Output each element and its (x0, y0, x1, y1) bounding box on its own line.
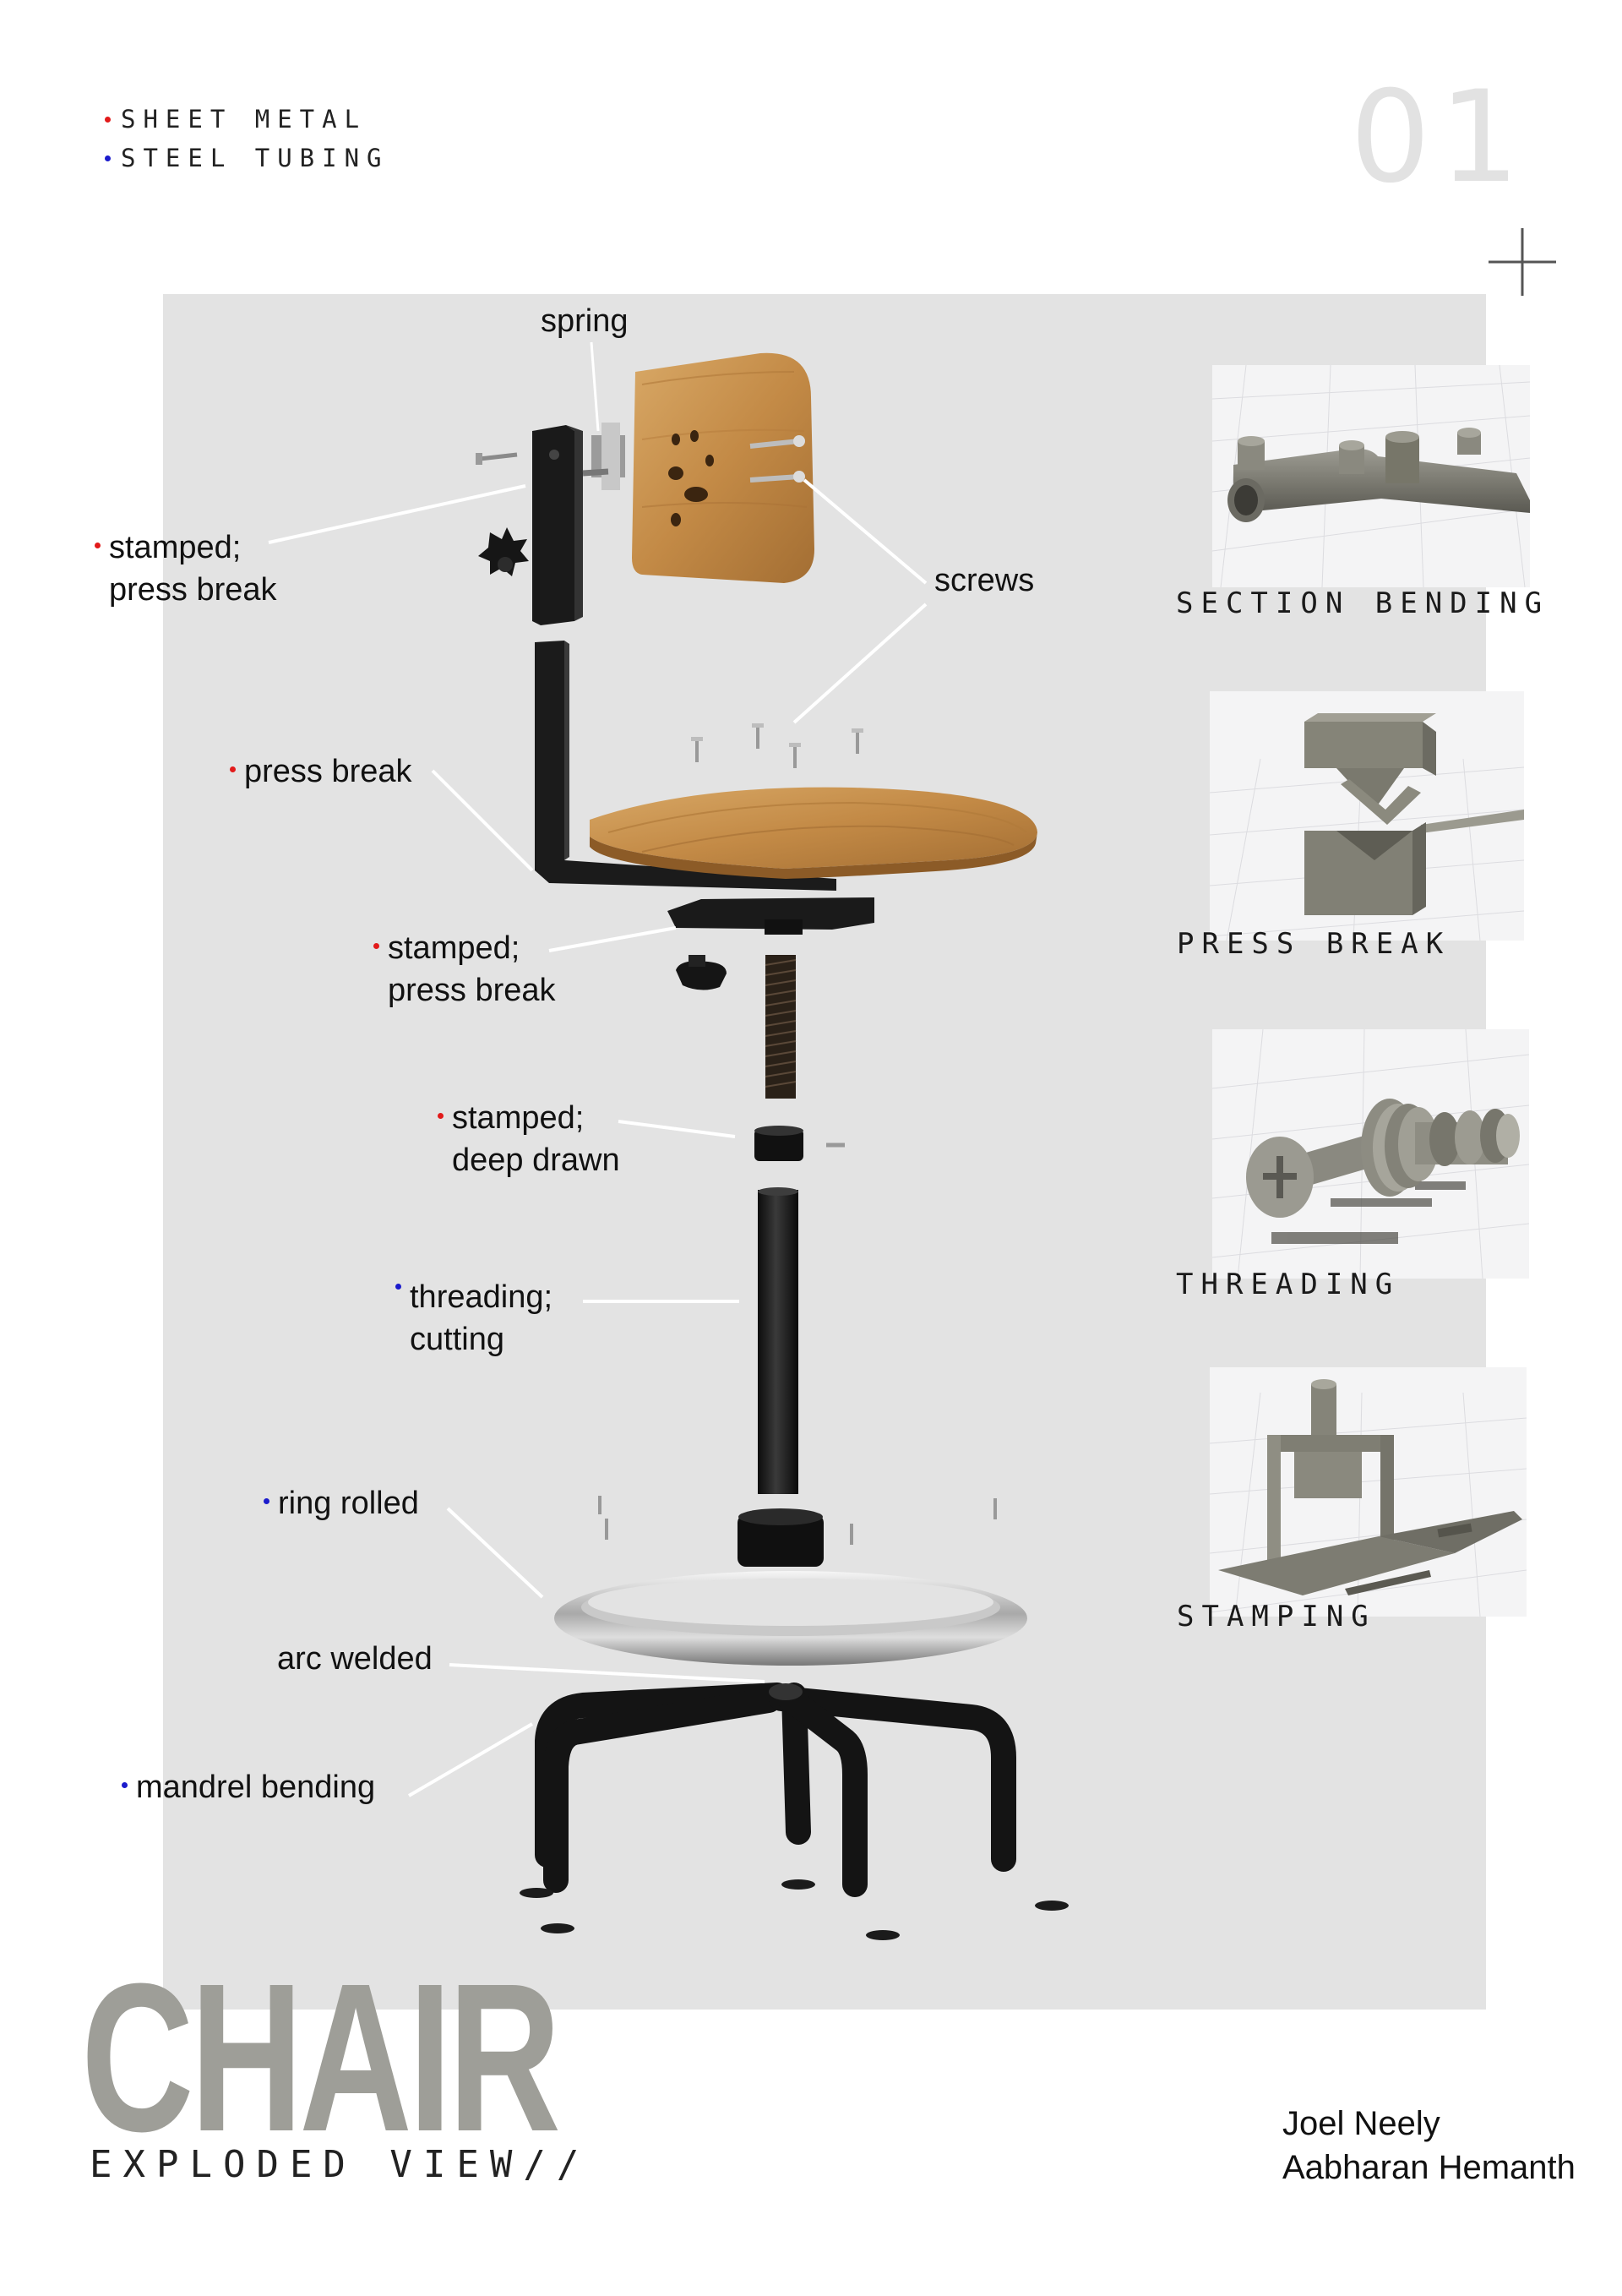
page-number: 01 (1350, 64, 1528, 211)
chair-legs (535, 1682, 1016, 1897)
callout-line: ring rolled (278, 1486, 419, 1521)
section-bending-render (1212, 365, 1530, 587)
backrest-bracket (532, 425, 583, 625)
callout-line: press break (109, 572, 277, 608)
callout-line: threading; (410, 1279, 553, 1315)
ring-screws (598, 1496, 997, 1545)
foot-ring (554, 1571, 1027, 1666)
caption-threading: THREADING (1176, 1268, 1401, 1301)
back-screw (476, 452, 518, 465)
stamping-render (1210, 1367, 1527, 1617)
legend-sheet-metal: SHEET METAL (105, 105, 367, 134)
foot-caps (520, 1879, 1069, 1940)
threading-render (1212, 1029, 1529, 1279)
blue-dot-icon (264, 1498, 269, 1505)
blue-dot-icon (395, 1284, 401, 1290)
seat-plate (667, 897, 874, 935)
callout-seat-plate: stamped; press break (373, 927, 556, 1012)
blue-dot-icon (105, 155, 111, 161)
blue-dot-icon (122, 1782, 128, 1789)
press-break-render (1210, 691, 1524, 941)
column-tube (758, 1187, 798, 1494)
red-dot-icon (230, 766, 236, 773)
callout-line: stamped; (388, 930, 520, 966)
page-title: CHAIR (81, 1939, 561, 2175)
red-dot-icon (373, 943, 379, 950)
height-knob (676, 955, 727, 990)
chair-exploded-illustration (268, 341, 1069, 1940)
red-dot-icon (438, 1113, 444, 1120)
spring-mechanism (582, 341, 625, 490)
caption-stamping: STAMPING (1177, 1600, 1376, 1633)
callout-press-break: press break (230, 750, 412, 793)
legend-label: SHEET METAL (121, 105, 367, 134)
l-bracket (535, 641, 836, 891)
callout-line: press break (244, 754, 412, 789)
callout-spring: spring (541, 303, 629, 339)
callout-line: stamped; (452, 1100, 585, 1136)
callout-legs: mandrel bending (122, 1766, 375, 1808)
author-name: Aabharan Hemanth (1282, 2149, 1576, 2186)
callout-screws: screws (934, 563, 1035, 598)
author-name: Joel Neely (1282, 2105, 1440, 2142)
crosshair-icon (1489, 228, 1556, 296)
callout-line: cutting (410, 1322, 504, 1357)
callout-line: press break (388, 973, 556, 1008)
callout-line: stamped; (109, 530, 242, 565)
callout-arc: arc welded (277, 1641, 433, 1677)
callout-line: deep drawn (452, 1143, 620, 1178)
leader-lines (268, 478, 928, 1797)
caption-press-break: PRESS BREAK (1177, 927, 1451, 961)
seat-screws (695, 726, 859, 768)
red-dot-icon (95, 543, 101, 549)
collar (754, 1126, 845, 1161)
authors: Joel Neely Aabharan Hemanth (1282, 2102, 1576, 2190)
caption-section-bending: SECTION BENDING (1176, 586, 1550, 620)
threaded-rod (765, 955, 797, 1099)
callout-backrest-bracket: stamped; press break (95, 526, 277, 611)
page-subtitle: EXPLODED VIEW// (90, 2143, 591, 2186)
backrest-wood (632, 352, 814, 583)
seat-wood (590, 787, 1037, 879)
red-dot-icon (105, 116, 111, 123)
callout-column: threading; cutting (395, 1276, 552, 1361)
legend-label: STEEL TUBING (121, 144, 389, 172)
callout-ring: ring rolled (264, 1482, 419, 1524)
bottom-collar (738, 1508, 824, 1567)
star-knob (478, 527, 529, 576)
legend-steel-tubing: STEEL TUBING (105, 144, 389, 172)
callout-line: mandrel bending (136, 1770, 376, 1805)
callout-collar: stamped; deep drawn (438, 1097, 620, 1181)
